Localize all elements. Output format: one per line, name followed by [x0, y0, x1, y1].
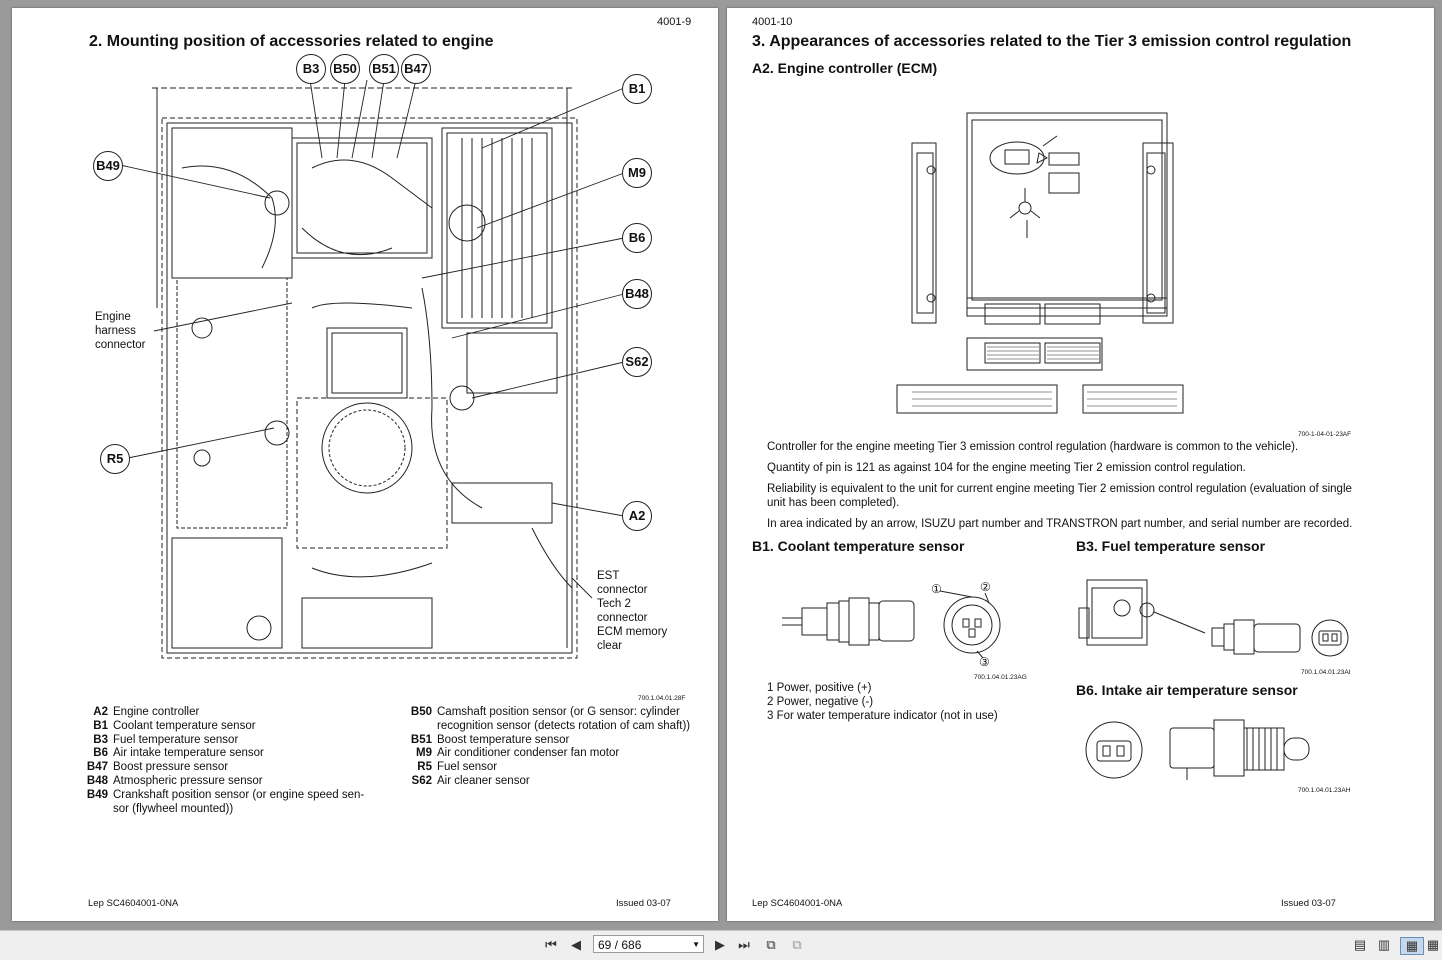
ecm-drawing [896, 112, 1184, 414]
callout-b48: B48 [622, 279, 652, 309]
b6-figure-ref: 700.1.04.01.23AH [1298, 787, 1351, 794]
page-title: 3. Appearances of accessories related to… [752, 33, 1352, 50]
fuel-sensor-drawing [1078, 579, 1349, 657]
callout-r5: R5 [100, 444, 130, 474]
callout-b1: B1 [622, 74, 652, 104]
b1-pin-1: 1 Power, positive (+) [767, 682, 872, 694]
b1-figure-ref: 700.1.04.01.23AG [974, 674, 1027, 681]
right-page: 4001-10 3. Appearances of accessories re… [727, 8, 1434, 921]
b1-pin-2: 2 Power, negative (-) [767, 696, 874, 708]
intake-air-sensor-drawing [1085, 719, 1310, 780]
callout-b3: B3 [296, 54, 326, 84]
coolant-sensor-drawing [782, 590, 1001, 659]
callout-s62: S62 [622, 347, 652, 377]
previous-page-icon[interactable]: ◀ [571, 937, 581, 952]
continuous-view-icon[interactable]: ▥ [1377, 937, 1391, 952]
callout-b47: B47 [401, 54, 431, 84]
page-number-select[interactable]: 69 / 686 ▼ [593, 935, 704, 953]
callout-b50: B50 [330, 54, 360, 84]
pin-3-mark: ③ [979, 655, 990, 669]
last-page-icon[interactable]: ⏭ [738, 937, 750, 952]
footer-doc-id: Lep SC4604001-0NA [752, 898, 843, 909]
callout-a2: A2 [622, 501, 652, 531]
engine-harness-label: Engine harness connector [95, 311, 146, 351]
callout-b6: B6 [622, 223, 652, 253]
page-number: 4001-10 [752, 16, 793, 28]
page-title: 2. Mounting position of accessories rela… [89, 33, 494, 50]
continuous-two-page-view-icon[interactable]: ▦ [1426, 937, 1440, 952]
two-page-view-icon[interactable]: ▦ [1400, 937, 1424, 955]
footer-doc-id: Lep SC4604001-0NA [88, 898, 179, 909]
chevron-down-icon: ▼ [692, 940, 700, 949]
est-connector-label: EST connector Tech 2 connector ECM memor… [597, 570, 668, 652]
ecm-paragraph-1: Controller for the engine meeting Tier 3… [767, 441, 1299, 453]
ecm-heading: A2. Engine controller (ECM) [752, 60, 938, 76]
callout-b51: B51 [369, 54, 399, 84]
previous-view-icon[interactable]: ⧉ [766, 937, 776, 952]
b1-heading: B1. Coolant temperature sensor [752, 538, 965, 554]
ecm-paragraph-2: Quantity of pin is 121 as against 104 fo… [767, 462, 1246, 474]
b3-figure-ref: 700.1.04.01.23AI [1301, 669, 1351, 676]
ecm-paragraph-4: In area indicated by an arrow, ISUZU par… [767, 518, 1353, 530]
footer-issued: Issued 03-07 [1281, 898, 1336, 909]
ecm-paragraph-3: Reliability is equivalent to the unit fo… [767, 483, 1352, 509]
page-number: 4001-9 [657, 16, 692, 28]
first-page-icon[interactable]: ⏮ [545, 937, 557, 952]
next-view-icon[interactable]: ⧉ [792, 937, 802, 952]
engine-layout-diagram [119, 79, 625, 659]
b1-pin-list: 1 Power, positive (+) 2 Power, negative … [767, 681, 998, 723]
ecm-figure-ref: 700-1-04-01-23AF [1298, 431, 1352, 438]
b6-heading: B6. Intake air temperature sensor [1076, 682, 1298, 698]
b1-pin-3: 3 For water temperature indicator (not i… [767, 710, 998, 722]
left-page: 4001-9 2. Mounting position of accessori… [12, 8, 718, 921]
single-page-view-icon[interactable]: ▤ [1353, 937, 1367, 952]
footer-issued: Issued 03-07 [616, 898, 671, 909]
pin-1-mark: ① [931, 582, 942, 596]
viewer-toolbar: ⏮ ◀ 69 / 686 ▼ ▶ ⏭ ⧉ ⧉ ▤ ▥ ▦ ▦ [0, 930, 1442, 960]
figure-ref: 700.1.04.01.28F [638, 695, 686, 702]
pin-2-mark: ② [980, 580, 991, 594]
page-indicator: 69 / 686 [598, 938, 642, 952]
callout-b49: B49 [93, 151, 123, 181]
next-page-icon[interactable]: ▶ [715, 937, 725, 952]
b3-heading: B3. Fuel temperature sensor [1076, 538, 1266, 554]
callout-m9: M9 [622, 158, 652, 188]
